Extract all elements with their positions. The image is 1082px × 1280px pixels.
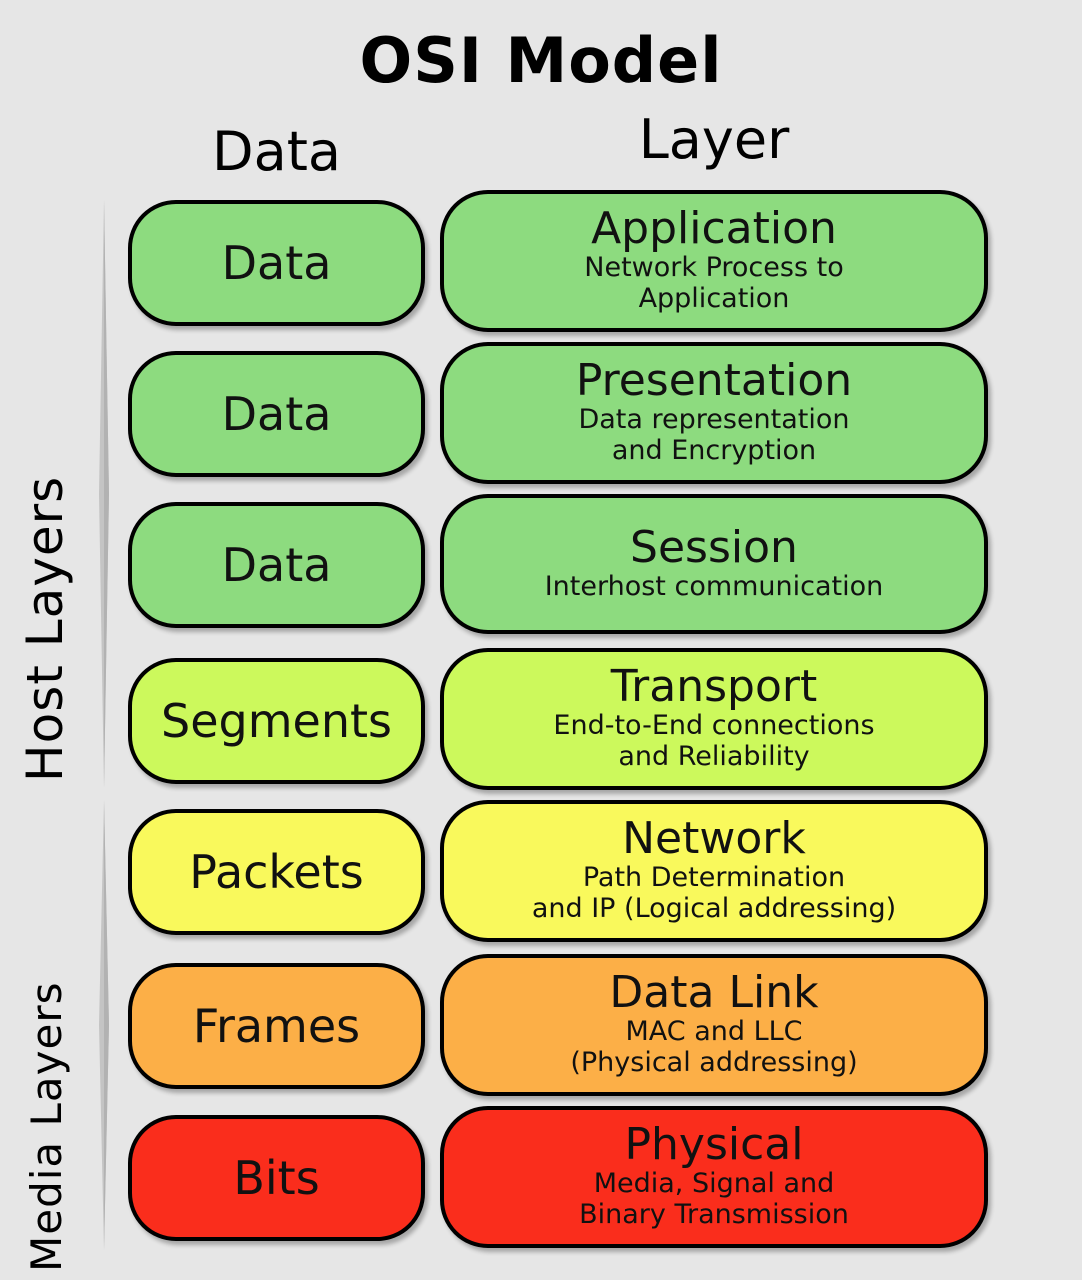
layer-name-label: Physical [624,1119,804,1171]
layer-name-label: Transport [610,661,818,713]
group-label-host-layers: Host Layers [16,475,74,782]
page-title: OSI Model [359,24,723,97]
layer-name-label: Application [591,203,837,255]
layer-box-data-link: Data Link MAC and LLC (Physical addressi… [440,954,988,1096]
layer-box-physical: Physical Media, Signal and Binary Transm… [440,1106,988,1248]
data-unit-label: Data [221,387,332,441]
layer-desc-line1: Interhost communication [544,570,884,602]
data-unit-box-transport: Segments [128,658,425,784]
column-header-data: Data [212,120,341,183]
data-unit-box-application: Data [128,200,425,326]
layer-box-application: Application Network Process to Applicati… [440,190,988,332]
layer-name-label: Network [622,813,806,865]
column-header-layer: Layer [638,108,790,171]
layer-name-label: Session [630,521,798,573]
layer-desc-line1: Network Process to [584,252,844,284]
layer-desc-line2: and IP (Logical addressing) [531,893,897,925]
layer-box-session: Session Interhost communication [440,494,988,634]
layer-box-presentation: Presentation Data representation and Enc… [440,342,988,484]
layer-desc-line2: and Encryption [611,435,817,467]
layer-desc-line1: Path Determination [582,862,846,894]
data-unit-box-network: Packets [128,809,425,935]
data-unit-label: Packets [189,845,364,899]
data-unit-box-session: Data [128,502,425,628]
layer-box-transport: Transport End-to-End connections and Rel… [440,648,988,790]
host-layers-spike-icon [96,200,112,788]
layer-desc-line1: MAC and LLC [625,1016,803,1048]
layer-name-label: Presentation [575,355,853,407]
layer-box-network: Network Path Determination and IP (Logic… [440,800,988,942]
data-unit-box-data-link: Frames [128,963,425,1089]
group-label-media-layers: Media Layers [22,981,71,1272]
data-unit-label: Frames [192,999,361,1053]
media-layers-spike-icon [96,800,112,1250]
layer-desc-line1: Media, Signal and [593,1168,835,1200]
data-unit-box-physical: Bits [128,1115,425,1241]
layer-desc-line1: Data representation [578,404,850,436]
data-unit-label: Segments [161,694,392,748]
layer-desc-line2: (Physical addressing) [570,1047,858,1079]
layer-desc-line2: and Reliability [618,741,810,773]
data-unit-label: Data [221,236,332,290]
data-unit-box-presentation: Data [128,351,425,477]
layer-name-label: Data Link [609,967,819,1019]
data-unit-label: Data [221,538,332,592]
layer-desc-line1: End-to-End connections [553,710,875,742]
data-unit-label: Bits [233,1151,320,1205]
layer-desc-line2: Binary Transmission [579,1199,849,1231]
layer-desc-line2: Application [638,283,790,315]
